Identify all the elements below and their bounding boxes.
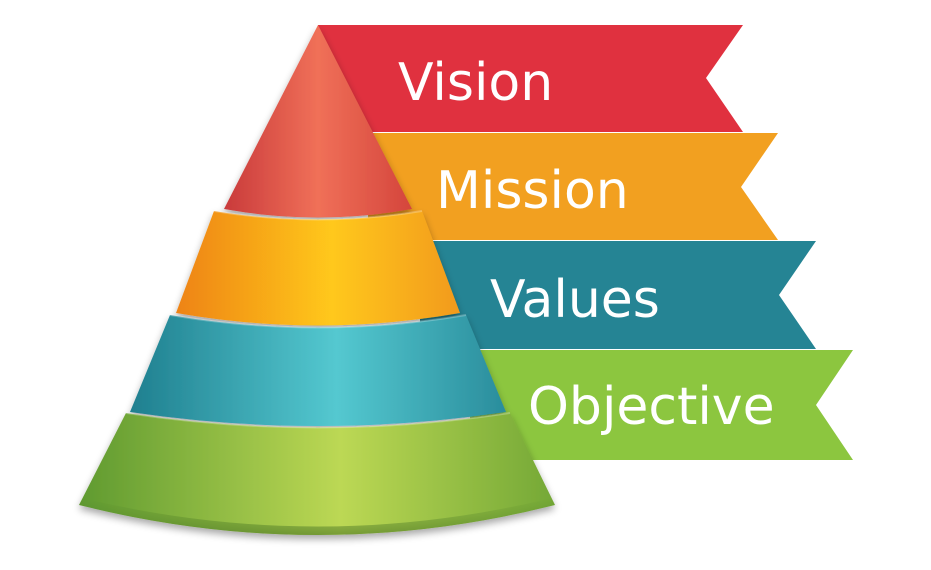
rim-values-top bbox=[169, 314, 467, 329]
banner-mission: Mission bbox=[368, 133, 778, 240]
cone-tier-rims bbox=[125, 210, 511, 429]
banner-objective: Objective bbox=[470, 350, 853, 460]
cone-tier-objective bbox=[79, 413, 555, 535]
cone bbox=[79, 25, 555, 535]
banner-values: Values bbox=[420, 241, 816, 349]
banner-vision: Vision bbox=[318, 25, 743, 132]
rim-objective-top bbox=[125, 412, 511, 429]
banner-vision-shape bbox=[318, 25, 743, 132]
banner-objective-shape bbox=[470, 350, 853, 460]
cone-tier-vision bbox=[224, 25, 412, 218]
rim-mission-top bbox=[213, 210, 423, 221]
cone-base-shade bbox=[79, 498, 555, 535]
banner-mission-label: Mission bbox=[436, 161, 629, 221]
cone-tier-mission bbox=[176, 211, 460, 326]
cone-tier-values bbox=[130, 315, 506, 426]
banner-vision-label: Vision bbox=[398, 53, 553, 113]
banner-mission-shape bbox=[368, 133, 778, 240]
banner-values-shape bbox=[420, 241, 816, 349]
banner-values-label: Values bbox=[490, 270, 660, 330]
banner-objective-label: Objective bbox=[528, 377, 775, 437]
